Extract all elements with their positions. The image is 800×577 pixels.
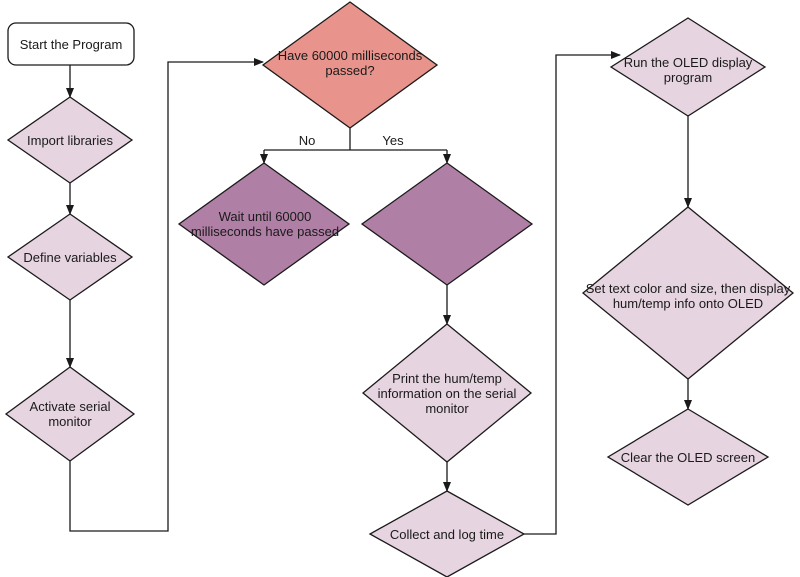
activate-serial-label: Activate serial monitor xyxy=(29,399,111,429)
collect-log-label: Collect and log time xyxy=(389,526,505,542)
wait-label: Wait until 60000 milliseconds have passe… xyxy=(190,209,340,239)
start-oled-label xyxy=(362,214,532,234)
edge-label-yes: Yes xyxy=(382,132,404,148)
start-label: Start the Program xyxy=(19,36,123,52)
clear-oled-node xyxy=(606,408,770,506)
set-text-label: Set text color and size, then display hu… xyxy=(585,281,791,311)
clear-oled-label: Clear the OLED screen xyxy=(620,449,756,465)
wait-node xyxy=(177,162,351,286)
run-oled-label: Run the OLED display program xyxy=(623,55,753,85)
start-node xyxy=(7,22,135,66)
arrow-serial-to-decision xyxy=(69,58,264,532)
edge-label-no: No xyxy=(298,132,316,148)
collect-log-node xyxy=(368,490,526,577)
import-libraries-label: Import libraries xyxy=(27,132,113,148)
arrow-collect-to-run-oled xyxy=(524,51,621,535)
decision-label: Have 60000 milliseconds passed? xyxy=(277,48,423,78)
define-variables-label: Define variables xyxy=(23,249,117,265)
print-info-label: Print the hum/temp information on the se… xyxy=(377,370,517,416)
